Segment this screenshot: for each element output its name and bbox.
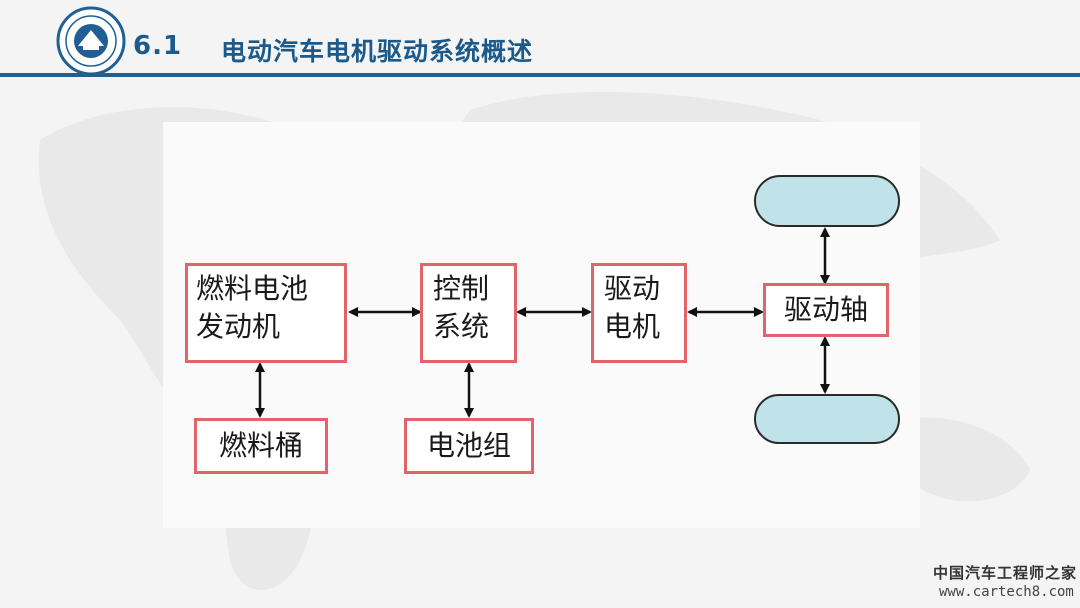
node-fuel-cell-engine: 燃料电池 发动机 [185, 263, 347, 363]
slide-header: 6.1 电动汽车电机驱动系统概述 [0, 0, 1080, 80]
wheel-bottom [754, 394, 900, 444]
node-battery-pack-label: 电池组 [426, 429, 511, 462]
node-drive-shaft: 驱动轴 [763, 283, 889, 337]
node-drive-shaft-label: 驱动轴 [783, 293, 868, 326]
node-drive-motor-line1: 驱动 [604, 272, 661, 305]
header-divider [0, 73, 1080, 77]
wheel-top [754, 175, 900, 227]
node-battery-pack: 电池组 [404, 418, 534, 474]
node-fuel-cell-engine-line1: 燃料电池 [196, 272, 309, 305]
section-number: 6.1 [133, 31, 183, 61]
university-logo-icon [56, 6, 126, 76]
node-fuel-tank: 燃料桶 [194, 418, 328, 474]
node-drive-motor-line2: 电机 [604, 310, 661, 343]
node-drive-motor: 驱动 电机 [591, 263, 687, 363]
node-fuel-tank-label: 燃料桶 [218, 429, 303, 462]
section-title: 电动汽车电机驱动系统概述 [221, 37, 534, 66]
watermark-site-name: 中国汽车工程师之家 [933, 564, 1078, 582]
watermark-url: www.cartech8.com [939, 584, 1074, 600]
node-control-system-line1: 控制 [433, 272, 490, 305]
node-control-system: 控制 系统 [420, 263, 517, 363]
node-fuel-cell-engine-line2: 发动机 [196, 310, 281, 343]
node-control-system-line2: 系统 [433, 310, 490, 343]
